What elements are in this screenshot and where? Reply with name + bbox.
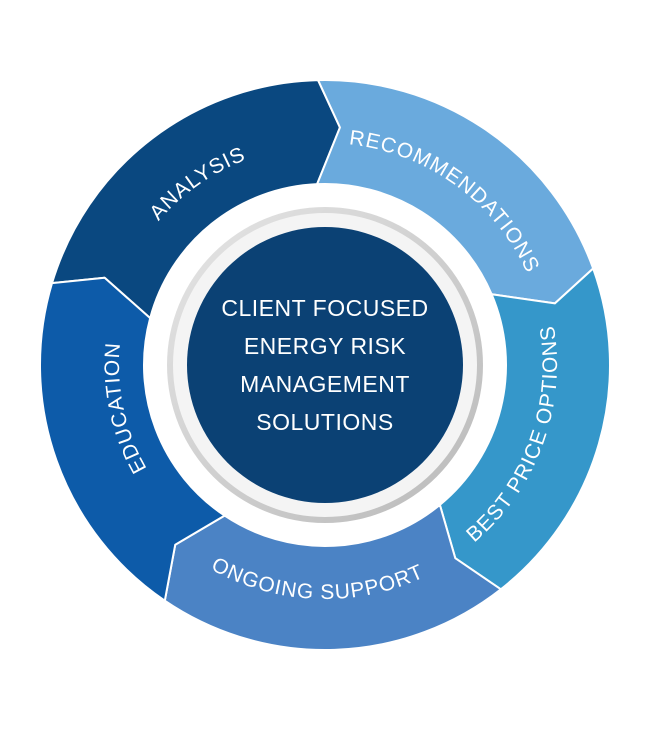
- center-line-1: CLIENT FOCUSED: [221, 295, 428, 321]
- center-line-2: ENERGY RISK: [244, 333, 406, 359]
- center-title: CLIENT FOCUSED ENERGY RISK MANAGEMENT SO…: [221, 295, 428, 435]
- segments-group: [39, 79, 611, 651]
- center-line-4: SOLUTIONS: [256, 409, 393, 435]
- center-line-3: MANAGEMENT: [240, 371, 410, 397]
- segment-education: [39, 276, 226, 602]
- center-circle: [187, 227, 463, 503]
